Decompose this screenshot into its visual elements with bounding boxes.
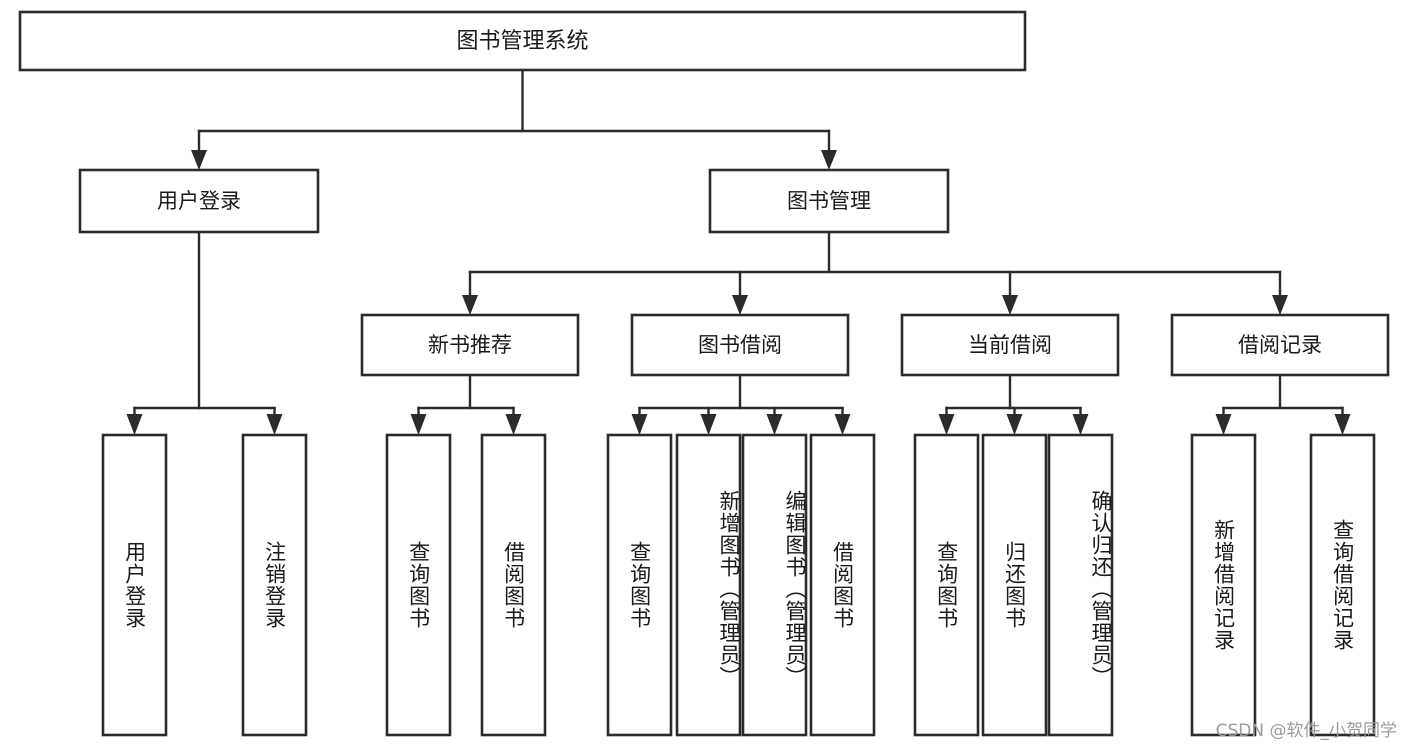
leaf-boxes-layer bbox=[101, 433, 1376, 737]
arrow-head-icon bbox=[410, 414, 427, 435]
arrow-head-icon bbox=[1215, 414, 1232, 435]
node-box bbox=[360, 313, 580, 377]
arrow-head-icon bbox=[505, 414, 522, 435]
edge-root-split bbox=[191, 68, 837, 170]
node-box bbox=[18, 10, 1027, 72]
edge-recommend-split bbox=[410, 373, 522, 435]
arrow-head-icon bbox=[126, 414, 143, 435]
node-box bbox=[900, 313, 1120, 377]
node-box bbox=[708, 168, 950, 234]
arrow-head-icon bbox=[631, 414, 648, 435]
node-leaf-query-book-current[interactable] bbox=[913, 433, 980, 737]
node-leaf-add-borrow-record[interactable] bbox=[1190, 433, 1257, 737]
node-leaf-query-borrow-record[interactable] bbox=[1309, 433, 1376, 737]
node-box bbox=[78, 168, 320, 234]
edge-borrow-split bbox=[631, 373, 851, 435]
node-leaf-edit-book[interactable] bbox=[741, 433, 808, 737]
node-label: 用户登录 bbox=[157, 189, 241, 213]
arrow-head-icon bbox=[732, 295, 748, 315]
node-leaf-query-book-borrow[interactable] bbox=[606, 433, 673, 737]
node-box bbox=[630, 313, 850, 377]
node-label: 当前借阅 bbox=[968, 333, 1052, 357]
node-label: 图书管理 bbox=[787, 189, 871, 213]
arrow-head-icon bbox=[1334, 414, 1351, 435]
arrow-head-icon bbox=[191, 150, 207, 170]
node-label: 新书推荐 bbox=[428, 333, 512, 357]
arrow-head-icon bbox=[700, 414, 717, 435]
arrow-head-icon bbox=[1072, 414, 1089, 435]
node-borrow-record[interactable]: 借阅记录 bbox=[1170, 313, 1390, 377]
node-leaf-user-login[interactable] bbox=[101, 433, 168, 737]
node-leaf-query-book-recommend[interactable] bbox=[385, 433, 452, 737]
node-new-book-recommend[interactable]: 新书推荐 bbox=[360, 313, 580, 377]
node-leaf-confirm-return[interactable] bbox=[1047, 433, 1114, 737]
arrow-head-icon bbox=[834, 414, 851, 435]
node-user-login[interactable]: 用户登录 bbox=[78, 168, 320, 234]
node-book-borrow[interactable]: 图书借阅 bbox=[630, 313, 850, 377]
arrow-head-icon bbox=[462, 295, 478, 315]
node-box bbox=[1170, 313, 1390, 377]
watermark-text: CSDN @软件_小贺同学 bbox=[1215, 721, 1397, 741]
node-leaf-user-logout[interactable] bbox=[241, 433, 308, 737]
arrow-head-icon bbox=[1272, 295, 1288, 315]
node-book-manage[interactable]: 图书管理 bbox=[708, 168, 950, 234]
arrow-head-icon bbox=[938, 414, 955, 435]
arrow-head-icon bbox=[1002, 295, 1018, 315]
edge-current-split bbox=[938, 373, 1089, 435]
node-leaf-add-book[interactable] bbox=[675, 433, 742, 737]
arrow-head-icon bbox=[766, 414, 783, 435]
node-label: 图书管理系统 bbox=[456, 29, 588, 54]
edge-record-split bbox=[1215, 373, 1351, 435]
arrow-head-icon bbox=[266, 414, 283, 435]
arrow-head-icon bbox=[1006, 414, 1023, 435]
arrow-head-icon bbox=[821, 150, 837, 170]
node-current-borrow[interactable]: 当前借阅 bbox=[900, 313, 1120, 377]
node-label: 图书借阅 bbox=[698, 333, 782, 357]
edge-userlogin-split bbox=[126, 230, 283, 435]
connectors-layer bbox=[126, 68, 1351, 435]
node-leaf-return-book[interactable] bbox=[981, 433, 1048, 737]
edge-bookmanage-split bbox=[462, 230, 1288, 315]
node-leaf-borrow-book-recommend[interactable] bbox=[480, 433, 547, 737]
node-leaf-borrow-book[interactable] bbox=[809, 433, 876, 737]
node-label: 借阅记录 bbox=[1238, 333, 1322, 357]
node-root[interactable]: 图书管理系统 bbox=[18, 10, 1027, 72]
